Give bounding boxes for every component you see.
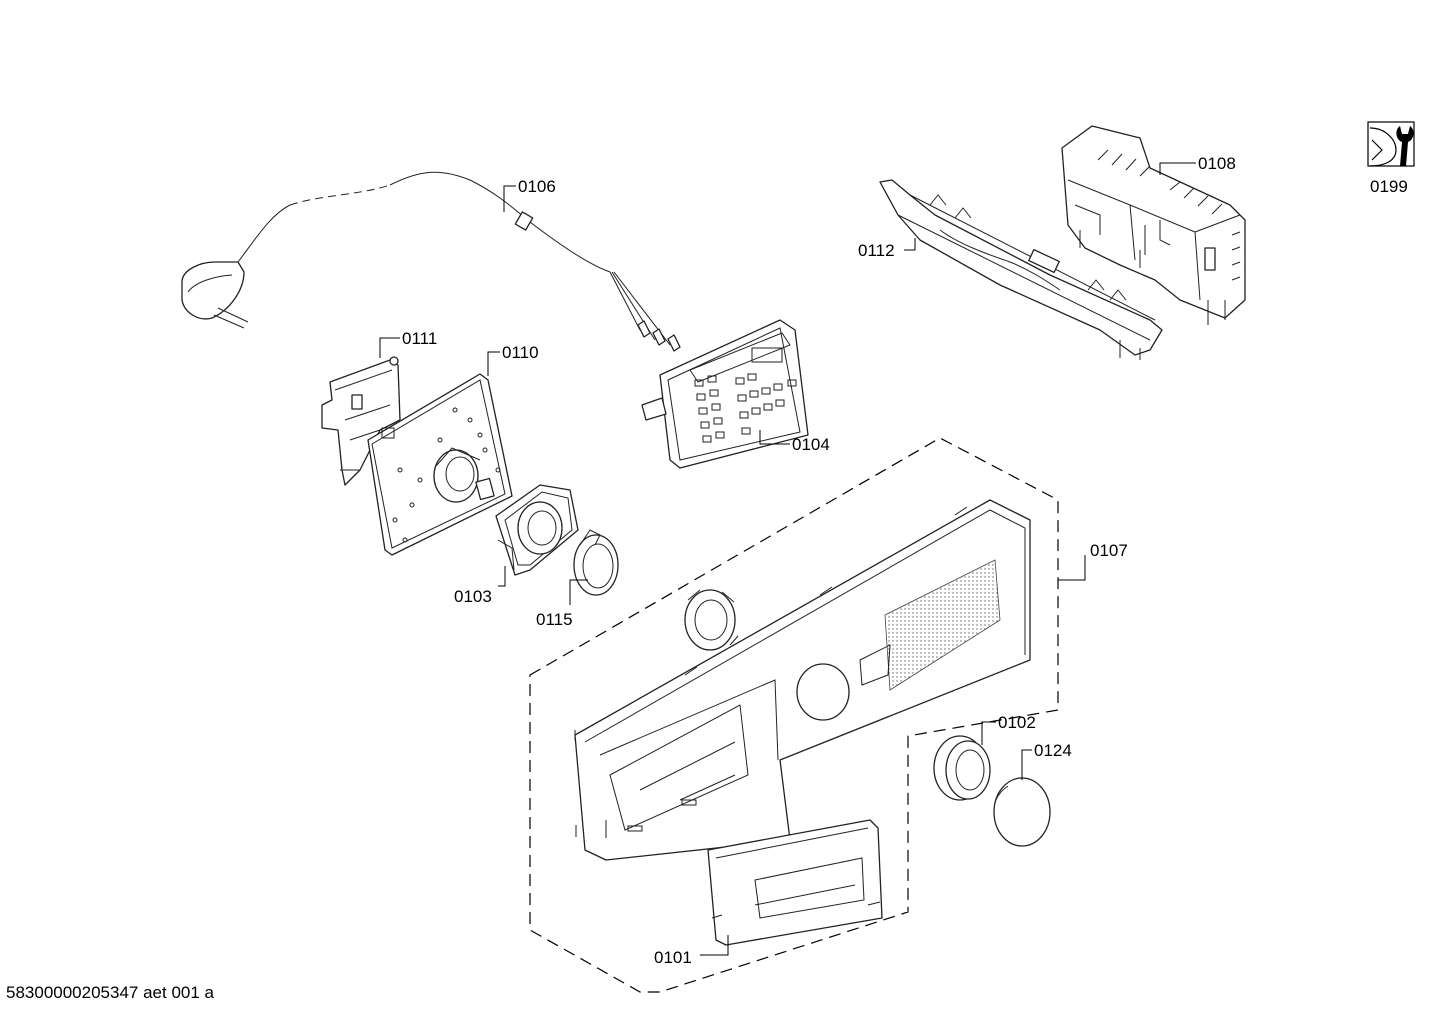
svg-text:0124: 0124 bbox=[1034, 741, 1072, 760]
wrench-service-icon[interactable] bbox=[1367, 121, 1415, 167]
callout-0102: 0102 bbox=[981, 713, 1036, 745]
callout-0199: 0199 bbox=[1370, 177, 1408, 196]
document-id: 58300000205347 aet 001 a bbox=[6, 983, 215, 1002]
callout-0101: 0101 bbox=[654, 935, 729, 967]
part-control-fascia[interactable] bbox=[529, 437, 1059, 993]
part-module-carrier[interactable] bbox=[879, 179, 1163, 360]
svg-text:0199: 0199 bbox=[1370, 177, 1408, 196]
part-detergent-flap[interactable] bbox=[707, 819, 883, 946]
part-power-module[interactable] bbox=[1061, 125, 1246, 325]
part-display-module[interactable] bbox=[641, 319, 809, 469]
svg-text:0107: 0107 bbox=[1090, 541, 1128, 560]
callout-0104: 0104 bbox=[759, 430, 830, 454]
part-knob-ring[interactable] bbox=[933, 735, 991, 801]
callout-0112: 0112 bbox=[858, 238, 916, 260]
part-knob-cap[interactable] bbox=[993, 777, 1051, 847]
svg-text:0108: 0108 bbox=[1198, 154, 1236, 173]
svg-text:0112: 0112 bbox=[858, 241, 895, 260]
part-light-ring[interactable] bbox=[573, 529, 619, 596]
callout-0107: 0107 bbox=[1058, 541, 1128, 581]
callout-0111: 0111 bbox=[379, 329, 437, 358]
part-power-cord[interactable] bbox=[181, 171, 681, 352]
callout-0106: 0106 bbox=[503, 177, 556, 212]
callout-0108: 0108 bbox=[1159, 154, 1236, 175]
callout-0103: 0103 bbox=[454, 566, 506, 606]
callout-0110: 0110 bbox=[487, 343, 539, 376]
part-control-board[interactable] bbox=[367, 373, 513, 556]
svg-text:0115: 0115 bbox=[536, 610, 573, 629]
svg-text:0106: 0106 bbox=[518, 177, 556, 196]
part-selector-housing[interactable] bbox=[495, 484, 579, 576]
callout-0115: 0115 bbox=[536, 579, 588, 629]
svg-text:0102: 0102 bbox=[998, 713, 1036, 732]
svg-text:0110: 0110 bbox=[502, 343, 539, 362]
part-board-holder[interactable] bbox=[321, 356, 401, 486]
callout-0124: 0124 bbox=[1021, 741, 1072, 780]
svg-text:0104: 0104 bbox=[792, 435, 830, 454]
svg-text:0103: 0103 bbox=[454, 587, 492, 606]
svg-text:0111: 0111 bbox=[402, 329, 437, 348]
svg-text:0101: 0101 bbox=[654, 948, 692, 967]
